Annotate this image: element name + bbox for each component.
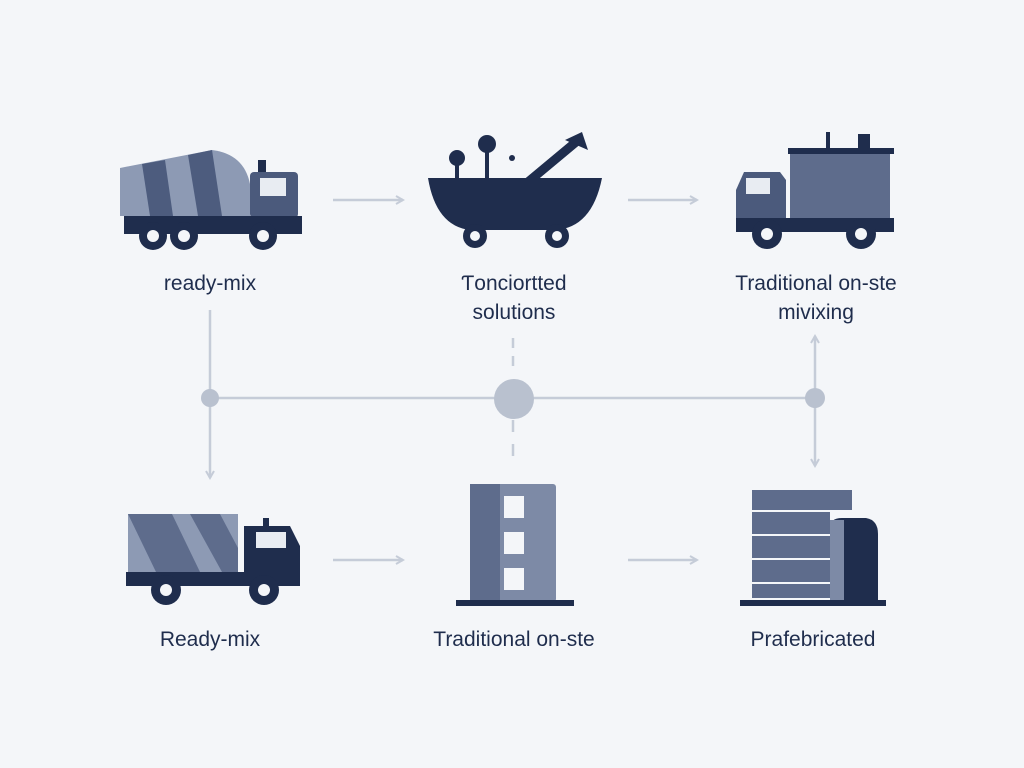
node-label-top-center-line1: Ƭonciortted [461,272,566,295]
node-label-bottom-center: Traditional on-ste [433,628,594,651]
node-label-top-right-line1: Traditional on-ste [735,272,896,295]
node-label-top-left: ready-mix [164,272,257,295]
node-label-bottom-right: Prafebricated [751,628,876,651]
node-label-bottom-left: Ready-mix [160,628,261,651]
box-truck-icon [736,132,894,249]
node-label-top-center-line2: solutions [473,301,556,324]
cement-mixer-truck-icon [120,150,302,250]
junction-dot-left [201,389,219,407]
prefab-panels-icon [740,490,886,606]
junction-dot-center [494,379,534,419]
mixer-cart-icon [428,132,602,248]
labels: ready-mix Ƭonciortted solutions Traditio… [160,272,897,651]
junctions [201,379,825,419]
node-label-top-right-line2: mivixing [778,301,854,324]
column-block-icon [456,484,574,606]
delivery-truck-icon [126,514,300,605]
junction-dot-right [805,388,825,408]
